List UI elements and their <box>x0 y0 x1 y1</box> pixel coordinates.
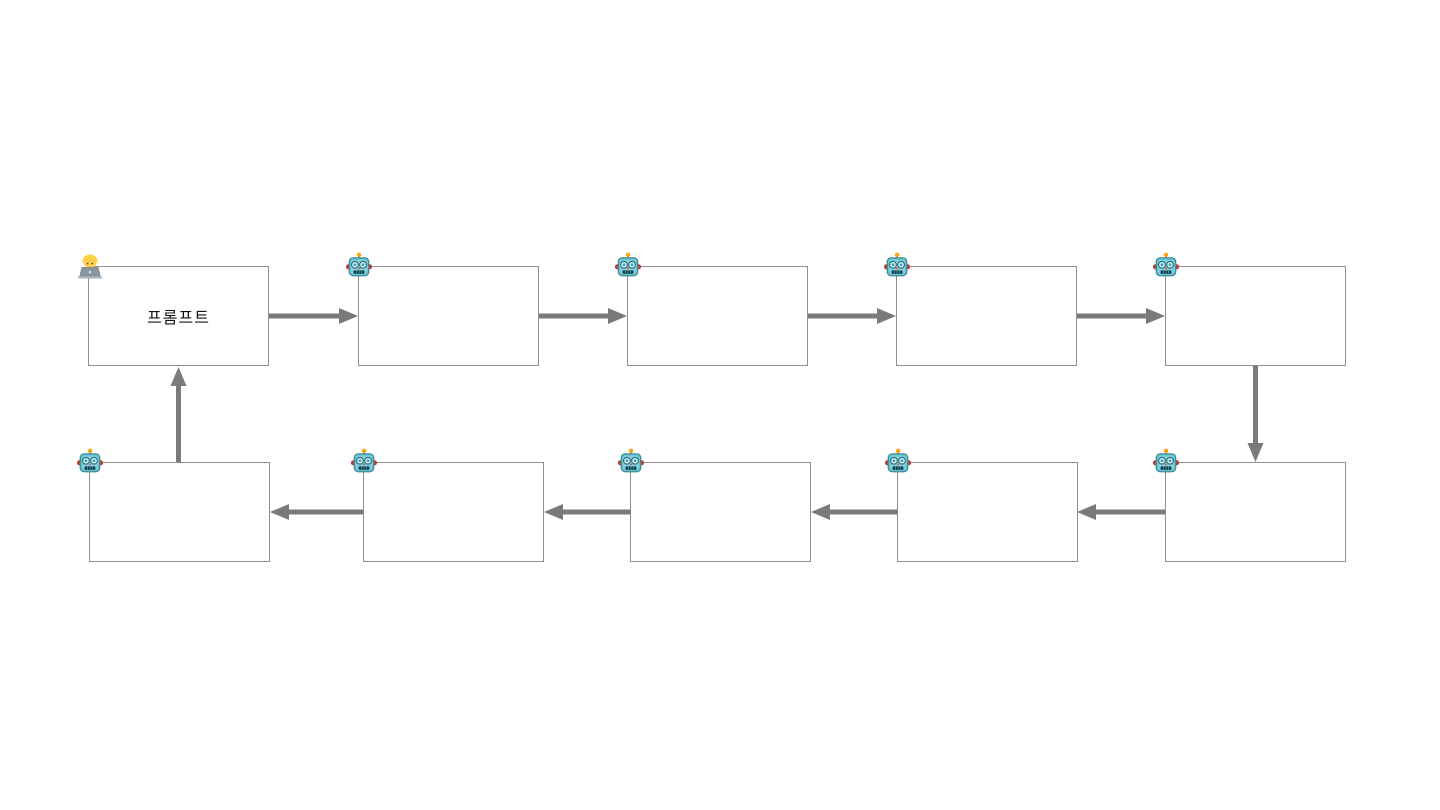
arrow-agent-3-to-agent-4 <box>1077 308 1165 324</box>
node-user-prompt: 프롬프트 <box>77 254 269 366</box>
node-label: 프롬프트 <box>147 310 210 327</box>
node-agent-7 <box>617 448 811 562</box>
node-agent-5 <box>1152 448 1346 562</box>
arrow-agent-1-to-agent-2 <box>539 308 627 324</box>
arrow-user-prompt-to-agent-1 <box>269 308 358 324</box>
robot-icon <box>883 252 911 280</box>
robot-icon <box>614 252 642 280</box>
node-agent-9 <box>76 448 270 562</box>
technologist-icon <box>75 252 103 280</box>
node-agent-6 <box>884 448 1078 562</box>
node-agent-1 <box>345 252 539 366</box>
robot-icon <box>617 448 645 476</box>
robot-icon <box>1152 252 1180 280</box>
node-agent-8 <box>350 448 544 562</box>
arrow-agent-5-to-agent-6 <box>1077 504 1165 520</box>
robot-icon <box>76 448 104 476</box>
node-agent-4 <box>1152 252 1346 366</box>
robot-icon <box>1152 448 1180 476</box>
node-agent-3 <box>883 252 1077 366</box>
arrow-agent-6-to-agent-7 <box>811 504 897 520</box>
robot-icon <box>884 448 912 476</box>
node-agent-2 <box>614 252 808 366</box>
robot-icon <box>350 448 378 476</box>
arrow-agent-2-to-agent-3 <box>808 308 896 324</box>
arrow-agent-9-to-user-prompt <box>170 367 187 462</box>
robot-icon <box>345 252 373 280</box>
arrow-agent-8-to-agent-9 <box>270 504 363 520</box>
arrow-agent-7-to-agent-8 <box>544 504 630 520</box>
arrow-agent-4-to-agent-5 <box>1247 366 1264 462</box>
